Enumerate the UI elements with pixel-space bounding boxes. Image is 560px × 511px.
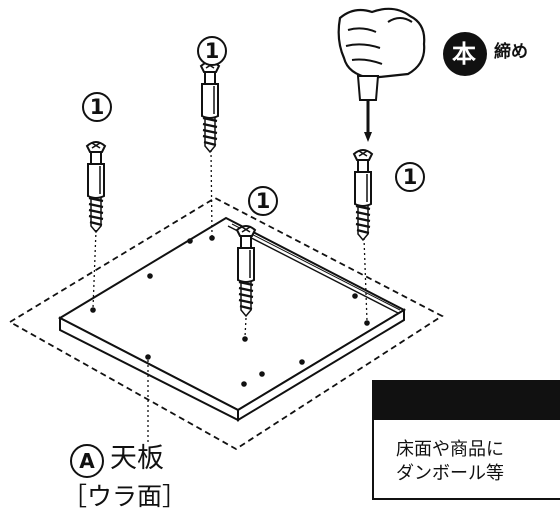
screwdriver-icon	[356, 75, 380, 142]
badge-char: 本	[452, 40, 476, 68]
dowel-screw-icon	[352, 148, 374, 242]
board-letter-callout: A	[70, 444, 104, 478]
caution-header-bar	[374, 382, 560, 420]
board-name: 天板	[110, 443, 164, 474]
part-number-callout: 1	[395, 162, 425, 192]
note-line-1: 床面や商品に	[396, 439, 504, 460]
board-side: ［ウラ面］	[62, 482, 188, 511]
hand-icon	[337, 7, 426, 80]
badge-text: 締め	[494, 42, 528, 62]
note-line-2: ダンボール等	[396, 463, 504, 484]
badge-circle	[443, 32, 487, 76]
part-number-callout: 1	[248, 186, 278, 216]
part-number-callout: 1	[197, 36, 227, 66]
dowel-screw-icon	[199, 60, 221, 154]
caution-note: 床面や商品に ダンボール等	[372, 380, 560, 500]
dowel-screw-icon	[85, 140, 107, 234]
part-number-callout: 1	[82, 92, 112, 122]
